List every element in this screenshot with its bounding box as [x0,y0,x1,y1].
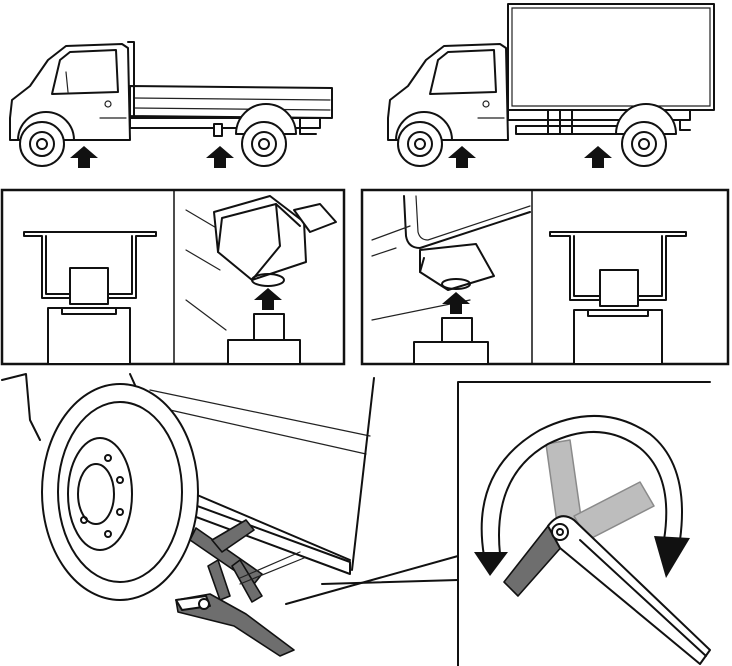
up-arrow-icon [448,146,476,168]
box-truck-illustration [387,3,715,167]
up-arrow-icon [254,288,282,310]
jack-point-detail-right [360,188,730,366]
up-arrow-icon [70,146,98,168]
jack-point-detail-left [0,188,346,366]
up-arrow-icon [442,292,470,314]
jack-handle-rotation-detail [457,381,711,666]
dropside-truck-illustration [9,41,333,167]
jack-under-vehicle-illustration [1,373,375,657]
up-arrow-icon [206,146,234,168]
up-arrow-icon [584,146,612,168]
